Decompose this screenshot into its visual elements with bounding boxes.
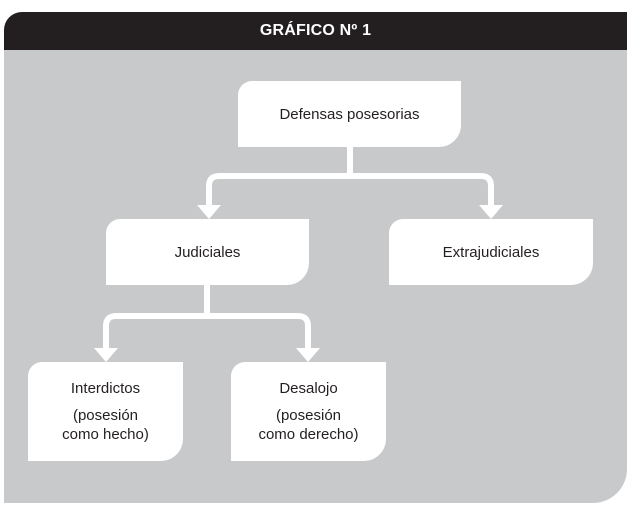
node-interdictos: Interdictos (posesión como hecho) xyxy=(28,362,183,461)
node-label: Desalojo xyxy=(279,380,338,397)
arrow-to-desalojo xyxy=(296,348,320,362)
connector-root-branch xyxy=(206,173,494,206)
node-label: Extrajudiciales xyxy=(442,243,540,261)
node-label: Interdictos xyxy=(70,380,141,397)
arrow-to-judiciales xyxy=(197,205,221,219)
arrow-to-interdictos xyxy=(94,348,118,362)
arrow-to-extrajudiciales xyxy=(479,205,503,219)
node-sublabel-line2: como derecho) xyxy=(258,426,359,443)
node-sublabel-line1: (posesión xyxy=(275,407,342,424)
node-sublabel-line1: (posesión xyxy=(72,407,139,424)
node-defensas-posesorias: Defensas posesorias xyxy=(238,81,461,147)
node-label: Judiciales xyxy=(174,243,241,261)
node-judiciales: Judiciales xyxy=(106,219,309,285)
diagram-title: GRÁFICO Nº 1 xyxy=(4,12,627,50)
node-label: Defensas posesorias xyxy=(279,105,420,123)
node-extrajudiciales: Extrajudiciales xyxy=(389,219,593,285)
node-sublabel-line2: como hecho) xyxy=(62,426,149,443)
node-desalojo: Desalojo (posesión como derecho) xyxy=(231,362,386,461)
connector-judiciales-branch xyxy=(103,313,311,349)
